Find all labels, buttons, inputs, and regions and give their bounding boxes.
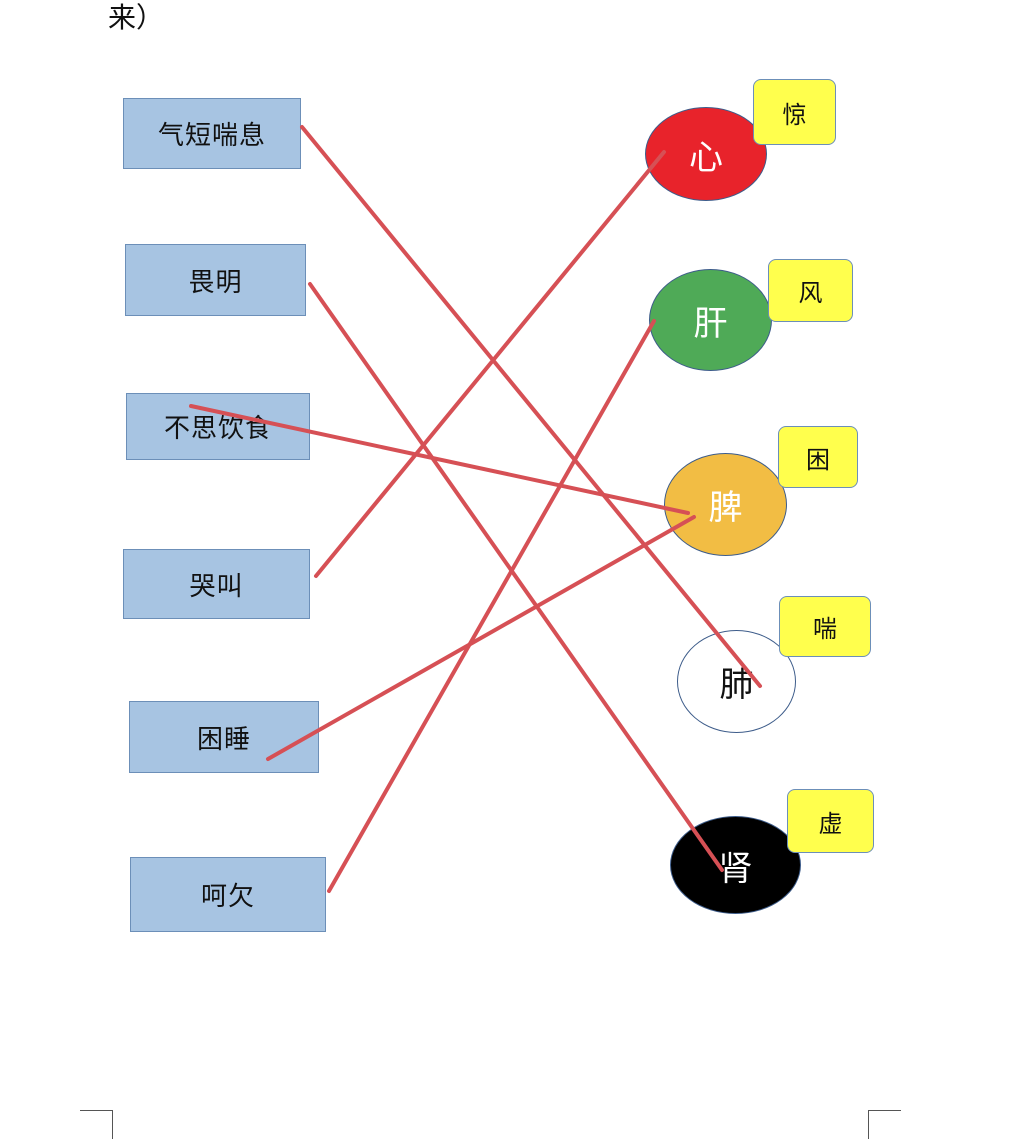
connection-line-6	[327, 319, 656, 893]
tag-label: 虚	[818, 809, 843, 838]
symptom-box-2: 畏明	[125, 244, 306, 316]
tag-label: 喘	[813, 615, 837, 643]
symptom-box-4: 哭叫	[123, 549, 310, 619]
tag-label: 惊	[782, 100, 807, 129]
symptom-box-6: 呵欠	[130, 857, 326, 932]
organ-circle-1: 心	[645, 107, 767, 201]
organ-circle-3: 脾	[664, 453, 787, 556]
organ-tag-3: 困	[778, 426, 858, 488]
organ-label: 肝	[693, 303, 728, 344]
connection-line-1	[300, 125, 762, 688]
symptom-label: 哭叫	[189, 571, 244, 602]
symptom-label: 困睡	[196, 724, 251, 755]
tag-label: 风	[798, 279, 823, 307]
page-corner-mark-right	[868, 1110, 901, 1139]
header-text: 来）	[108, 1, 165, 34]
connection-line-5	[266, 515, 696, 761]
tag-label: 困	[806, 445, 830, 474]
symptom-box-5: 困睡	[129, 701, 319, 773]
organ-circle-5: 肾	[670, 816, 801, 914]
connection-line-2	[308, 282, 724, 872]
organ-label: 肺	[719, 665, 754, 705]
organ-tag-1: 惊	[753, 79, 836, 145]
organ-label: 肾	[718, 848, 753, 889]
organ-circle-2: 肝	[649, 269, 772, 371]
symptom-label: 气短喘息	[157, 121, 266, 151]
symptom-label: 不思饮食	[163, 414, 272, 444]
organ-tag-5: 虚	[787, 789, 874, 853]
page-corner-mark-left	[80, 1110, 113, 1139]
organ-tag-2: 风	[768, 259, 853, 322]
symptom-label: 畏明	[188, 267, 243, 298]
symptom-label: 呵欠	[200, 882, 255, 912]
organ-tag-4: 喘	[779, 596, 871, 657]
organ-label: 心	[689, 137, 723, 178]
symptom-box-3: 不思饮食	[126, 393, 310, 460]
organ-label: 脾	[708, 488, 743, 528]
symptom-box-1: 气短喘息	[123, 98, 301, 169]
connection-line-4	[314, 150, 666, 578]
